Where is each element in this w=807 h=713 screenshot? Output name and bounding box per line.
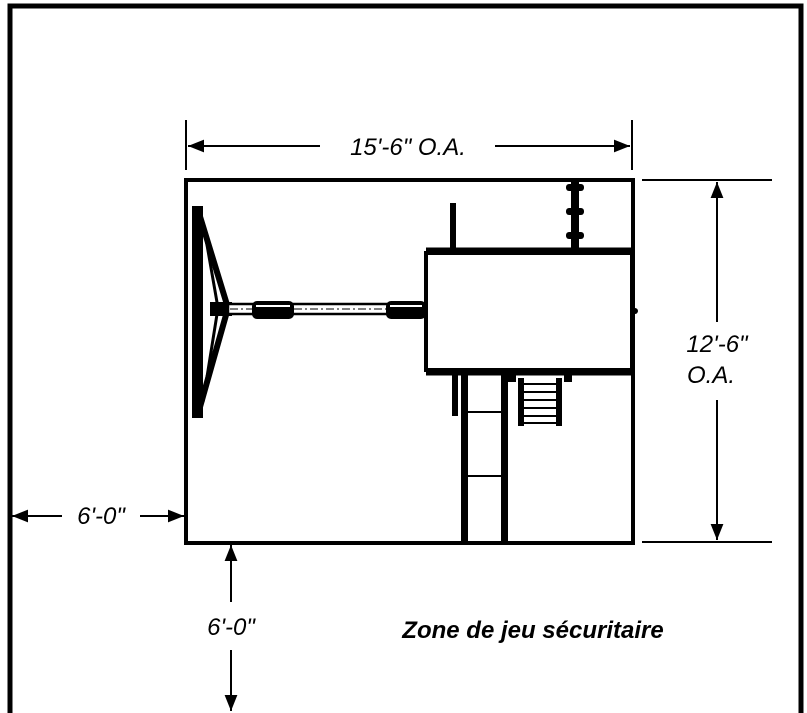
safety-zone-caption: Zone de jeu sécuritaire [401,617,663,644]
step-ladder [518,378,562,426]
swing-beam [226,301,430,319]
swing-hanger-right [386,301,426,319]
swing-hanger-left [252,301,294,319]
front-clearance-label: 6'-0" [207,614,256,641]
overall-depth-label-line1: 12'-6" [686,331,749,358]
slide [461,374,508,542]
depth-dimension: 12'-6" O.A. [642,179,772,543]
overall-width-label: 15'-6" O.A. [350,134,466,161]
left-clearance-dimension: 6'-0" [12,503,184,530]
left-clearance-label: 6'-0" [77,503,126,530]
fort-deck [424,251,634,372]
front-clearance-dimension: 6'-0" [207,545,256,711]
fort-structure [424,203,638,416]
overall-depth-label-line2: O.A. [687,362,735,389]
width-dimension: 15'-6" O.A. [185,120,633,170]
swing-a-frame [192,206,232,418]
outer-frame [7,3,804,713]
back-climbing-ladder [566,182,584,254]
